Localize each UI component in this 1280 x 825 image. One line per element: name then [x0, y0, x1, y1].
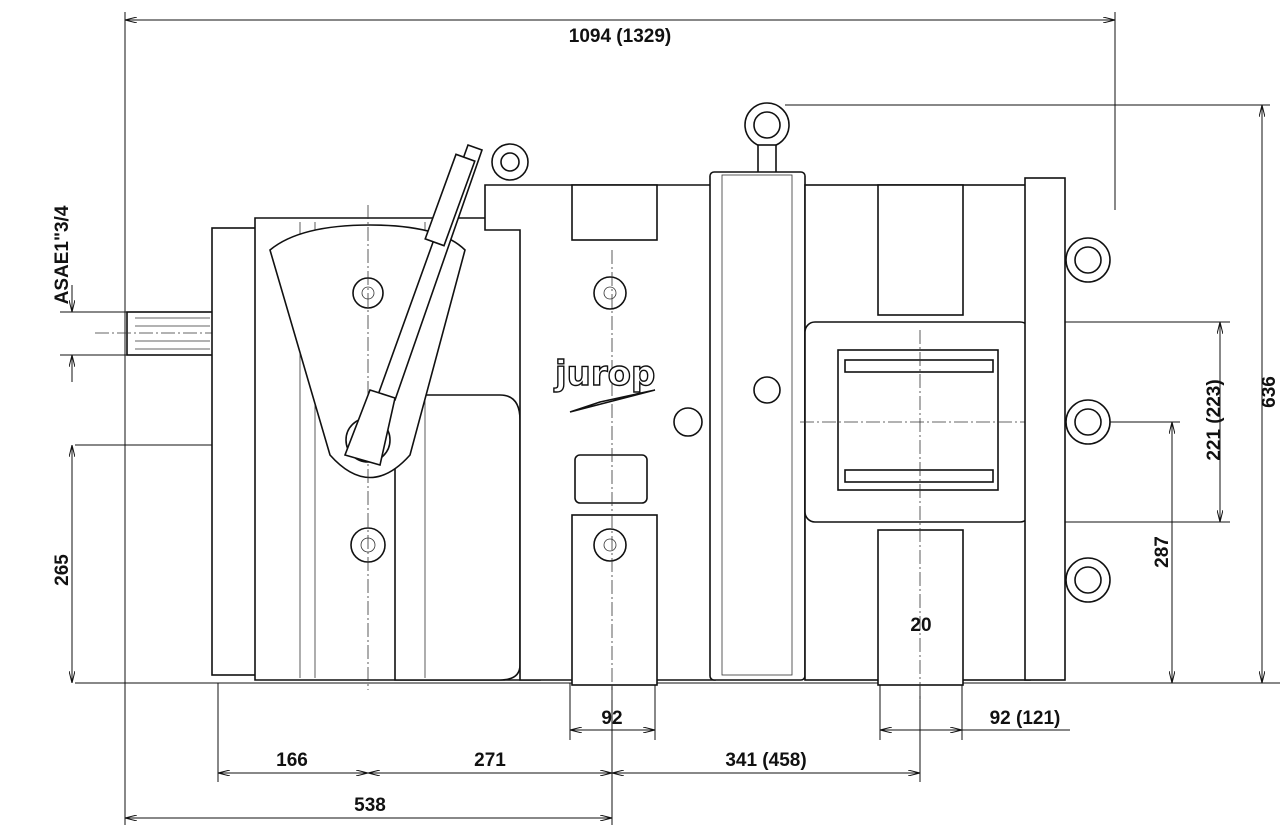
- control-lever: [343, 143, 484, 467]
- dim-flange-height: 221 (223): [1204, 379, 1225, 460]
- dim-gearbox-to-axis: 166: [276, 750, 308, 771]
- rear-housing: [800, 184, 1050, 700]
- lifting-eye: [491, 143, 529, 181]
- jurop-logo: jurop: [553, 354, 655, 394]
- lifting-eye: [1065, 557, 1111, 603]
- dim-rear-foot-width: 92 (121): [990, 708, 1061, 729]
- dim-front-foot-width: 92: [601, 708, 622, 729]
- central-flange: [709, 102, 806, 681]
- gearbox-body: [211, 205, 541, 690]
- drive-shaft: [95, 311, 240, 356]
- dim-axis-to-foot: 271: [474, 750, 506, 771]
- lifting-eye: [1065, 237, 1111, 283]
- dim-shaft-spec: ASAE1"3/4: [52, 205, 73, 304]
- middle-housing: jurop: [484, 184, 716, 700]
- dim-foot-to-rear-foot: 341 (458): [725, 750, 806, 771]
- dim-overall-length: 1094 (1329): [569, 26, 671, 47]
- dimension-lines: [60, 20, 1262, 818]
- dim-shaft-to-foot: 538: [354, 795, 386, 816]
- dim-foot-hole: 20: [910, 615, 931, 636]
- dim-overall-height: 636: [1259, 376, 1280, 408]
- dim-port-height: 287: [1152, 536, 1173, 568]
- rear-flange: [491, 143, 1111, 681]
- lifting-eye: [1065, 399, 1111, 445]
- dim-shaft-height: 265: [52, 554, 73, 586]
